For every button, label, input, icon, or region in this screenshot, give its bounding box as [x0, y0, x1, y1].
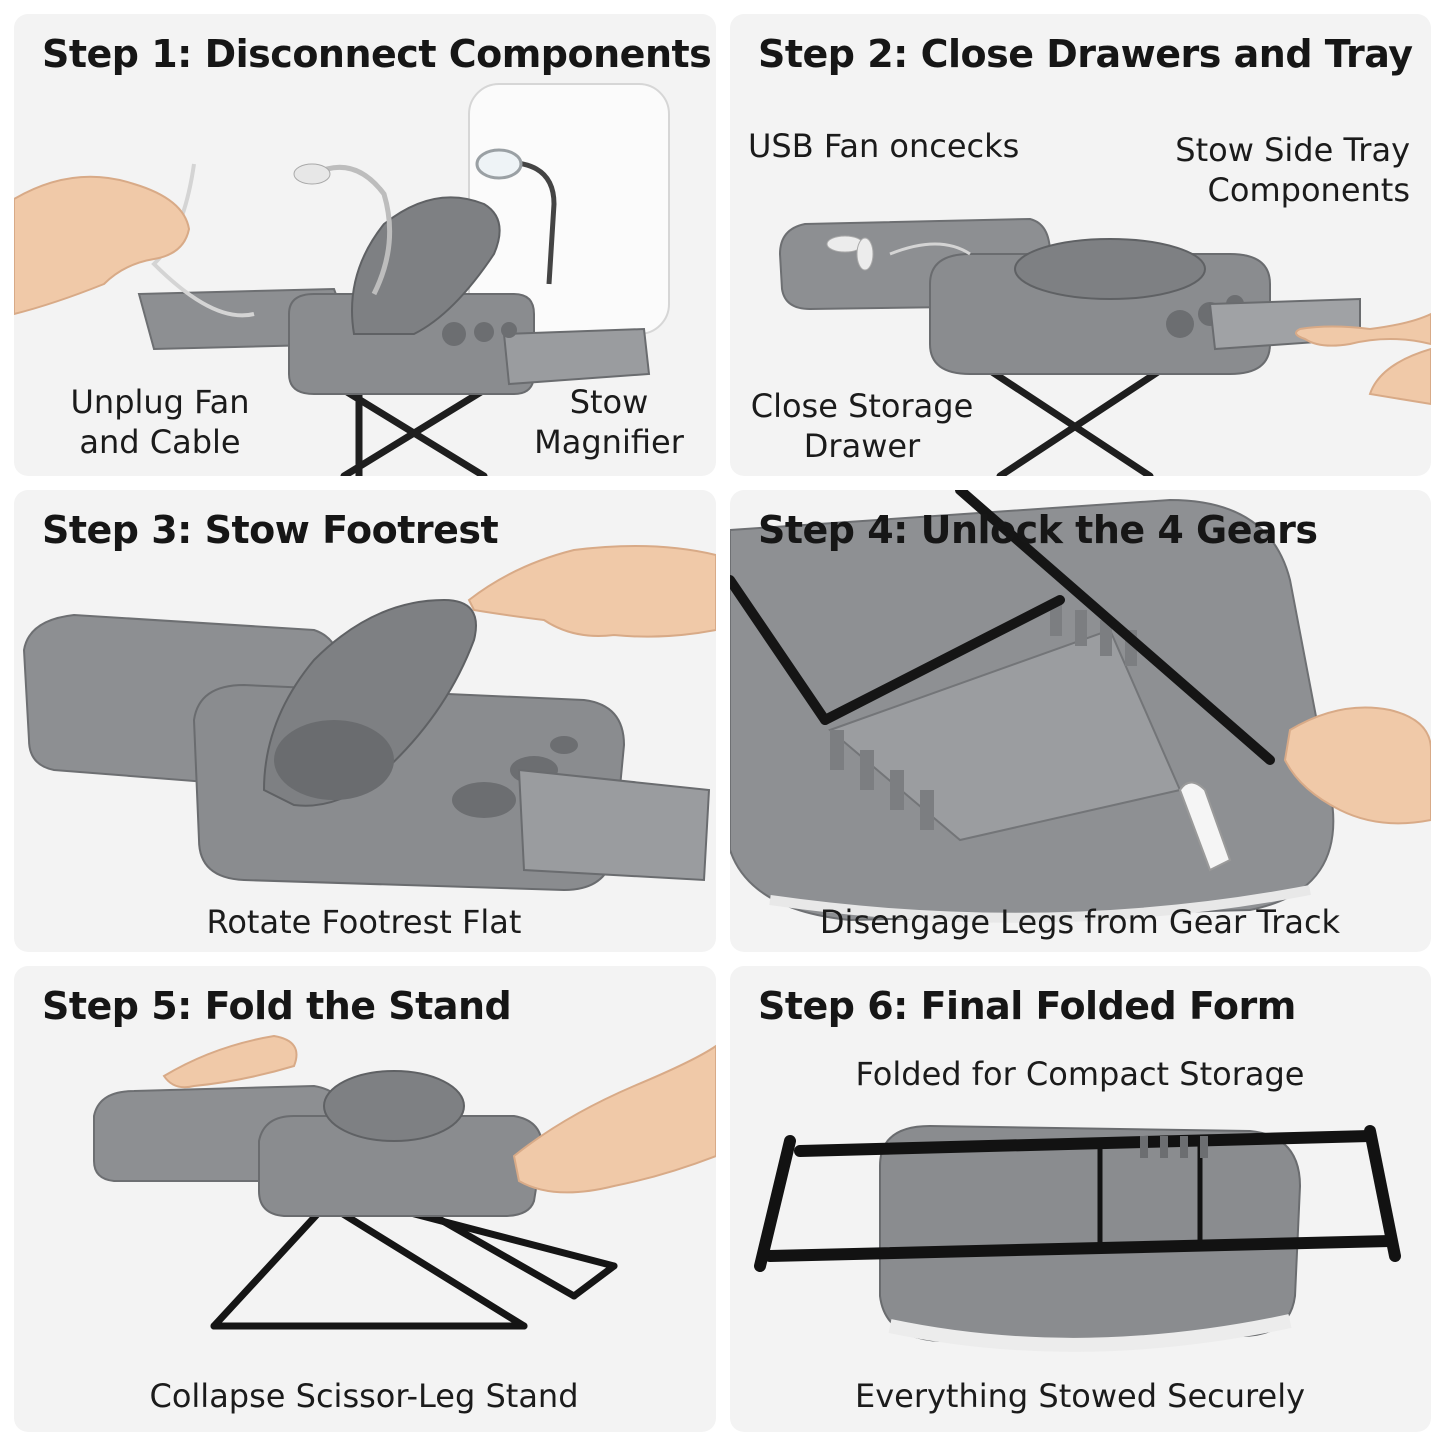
- step-6-panel: Step 6: Final Folded Form Folded for Com…: [730, 966, 1431, 1432]
- step-5-collapse-label: Collapse Scissor-Leg Stand: [149, 1377, 579, 1415]
- step-2-fan-label: USB Fan oncecks: [748, 127, 1020, 165]
- step-1-magnifier-label: Stow Magnifier: [534, 383, 684, 461]
- step-3-title: Step 3: Stow Footrest: [42, 508, 499, 552]
- step-3-panel: Step 3: Stow Footrest Rotate Footrest Fl…: [14, 490, 716, 952]
- step-2-title: Step 2: Close Drawers and Tray: [758, 32, 1413, 76]
- step-3-rotate-label: Rotate Footrest Flat: [206, 903, 522, 941]
- step-5-illustration: [93, 1034, 716, 1330]
- step-6-stowed-label: Everything Stowed Securely: [854, 1377, 1306, 1415]
- step-5-panel: Step 5: Fold the Stand Collapse Scissor-…: [14, 966, 716, 1432]
- step-1-unplug-label: Unplug Fan and Cable: [70, 383, 250, 461]
- step-5-title: Step 5: Fold the Stand: [42, 984, 512, 1028]
- step-1-title: Step 1: Disconnect Components: [42, 32, 712, 76]
- step-1-panel: Step 1: Disconnect Components Unplug Fan…: [14, 14, 716, 476]
- step-4-title: Step 4: Unlock the 4 Gears: [758, 508, 1318, 552]
- step-2-drawer-label: Close Storage Drawer: [750, 387, 974, 465]
- step-4-panel: Step 4: Unlock the 4 Gears Disengage Leg…: [730, 490, 1431, 952]
- step-2-illustration: [778, 217, 1431, 476]
- step-6-title: Step 6: Final Folded Form: [758, 984, 1296, 1028]
- step-4-disengage-label: Disengage Legs from Gear Track: [819, 903, 1341, 941]
- step-1-illustration: [14, 83, 670, 476]
- step-6-compact-label: Folded for Compact Storage: [855, 1055, 1305, 1093]
- step-4-illustration: [730, 490, 1431, 923]
- step-2-side-tray-label: Stow Side Tray Components: [1175, 131, 1410, 209]
- step-3-illustration: [22, 545, 716, 892]
- step-2-panel: Step 2: Close Drawers and Tray USB Fan o…: [730, 14, 1431, 476]
- step-6-illustration: [754, 1124, 1401, 1352]
